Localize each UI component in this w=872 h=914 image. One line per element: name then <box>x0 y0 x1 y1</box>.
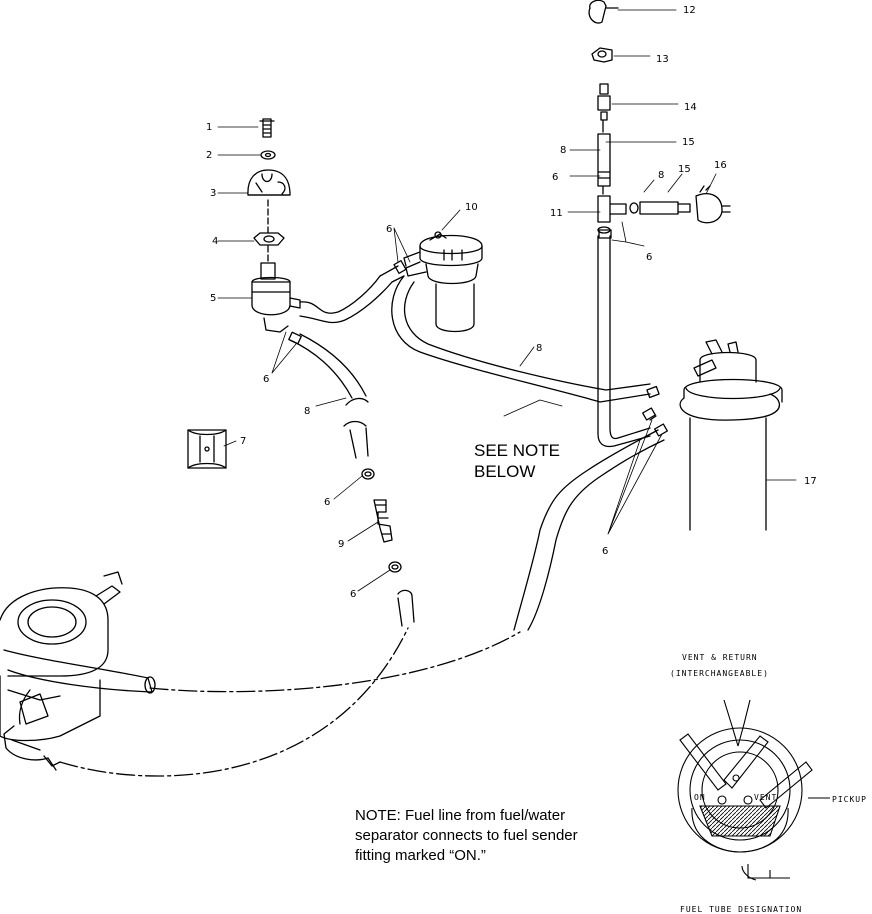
inset-label-on: ON <box>694 793 706 802</box>
callout-3: 3 <box>210 188 216 199</box>
see-note-line-2: BELOW <box>474 462 536 481</box>
routing-lines <box>59 627 521 777</box>
callout-5: 5 <box>210 293 216 304</box>
vent-tube-left <box>679 733 727 791</box>
callout-12: 12 <box>683 5 696 16</box>
inset-fuel-tube-designation <box>677 699 830 881</box>
fuel-filter-part-5 <box>251 262 301 333</box>
nut-part-4 <box>253 232 285 246</box>
vent-tube-middle <box>723 735 769 789</box>
callout-6-separator: 6 <box>386 224 392 235</box>
fuel-tank-part-17 <box>679 339 783 531</box>
callout-14: 14 <box>684 102 697 113</box>
inset-label-vent: VENT <box>754 793 777 802</box>
inset-label-pickup: PICKUP <box>832 795 867 804</box>
note-text: NOTE: Fuel line from fuel/water separato… <box>355 806 675 866</box>
callout-17: 17 <box>804 476 817 487</box>
callout-8-left: 8 <box>304 406 310 417</box>
hose-end-stub <box>397 589 415 627</box>
clamp-part-6a <box>361 468 375 480</box>
inset-labels: VENT & RETURN (INTERCHANGEABLE) PICKUP O… <box>670 653 867 914</box>
callout-10: 10 <box>465 202 478 213</box>
water-separator-part-10 <box>403 231 483 333</box>
clip-part-7 <box>187 429 227 469</box>
callout-2: 2 <box>206 150 212 161</box>
see-note-label: SEE NOTE BELOW <box>474 440 560 482</box>
clamp-part-6b <box>388 561 402 573</box>
vent-line-stack <box>597 119 611 195</box>
callout-15-side: 15 <box>678 164 691 175</box>
callout-8-vent: 8 <box>560 145 566 156</box>
hose-filter-to-carb <box>288 331 369 459</box>
callout-1: 1 <box>206 122 212 133</box>
grommet-part-13 <box>591 47 613 63</box>
callout-numbers: 1 2 3 4 5 6 6 7 8 6 9 6 10 6 8 12 13 14 … <box>206 5 817 600</box>
inset-caption: FUEL TUBE DESIGNATION <box>680 905 802 914</box>
callout-6-filter: 6 <box>263 374 269 385</box>
note-line-1: NOTE: Fuel line from fuel/water <box>355 807 566 824</box>
callout-6-vent: 6 <box>552 172 558 183</box>
washer-part-2 <box>260 150 276 160</box>
note-line-2: separator connects to fuel sender <box>355 827 578 844</box>
see-note-line-1: SEE NOTE <box>474 441 560 460</box>
callout-6-clamp-b: 6 <box>350 589 356 600</box>
elbow-part-12 <box>588 0 619 24</box>
callout-15-upper: 15 <box>682 137 695 148</box>
callout-6-tee: 6 <box>646 252 652 263</box>
tee-fitting-part-11 <box>597 195 627 234</box>
mount-bracket-part-3 <box>247 169 291 196</box>
leader-lines <box>217 9 797 592</box>
hose-filter-to-separator <box>299 260 407 324</box>
bolt-part-1 <box>259 118 275 138</box>
connector-part-9 <box>373 499 393 543</box>
callout-7: 7 <box>240 436 246 447</box>
callout-8-middle: 8 <box>536 343 542 354</box>
inset-label-vent-return: VENT & RETURN <box>682 653 758 662</box>
inset-label-interchangeable: (INTERCHANGEABLE) <box>670 669 769 678</box>
hose-tank-to-carb <box>513 407 668 631</box>
vent-hose-down <box>597 229 651 448</box>
carburetor-assembly <box>0 571 156 771</box>
callout-11: 11 <box>550 208 563 219</box>
callout-13: 13 <box>656 54 669 65</box>
callout-8-side: 8 <box>658 170 664 181</box>
callout-9: 9 <box>338 539 344 550</box>
callout-6-clamp-a: 6 <box>324 497 330 508</box>
fitting-part-14 <box>597 83 611 121</box>
callout-16: 16 <box>714 160 727 171</box>
hose-separator-to-tank <box>391 275 660 403</box>
callout-6-tank: 6 <box>602 546 608 557</box>
pickup-tube <box>759 761 813 809</box>
callout-4: 4 <box>212 236 218 247</box>
note-line-3: fitting marked “ON.” <box>355 847 486 864</box>
side-branch <box>629 185 731 224</box>
